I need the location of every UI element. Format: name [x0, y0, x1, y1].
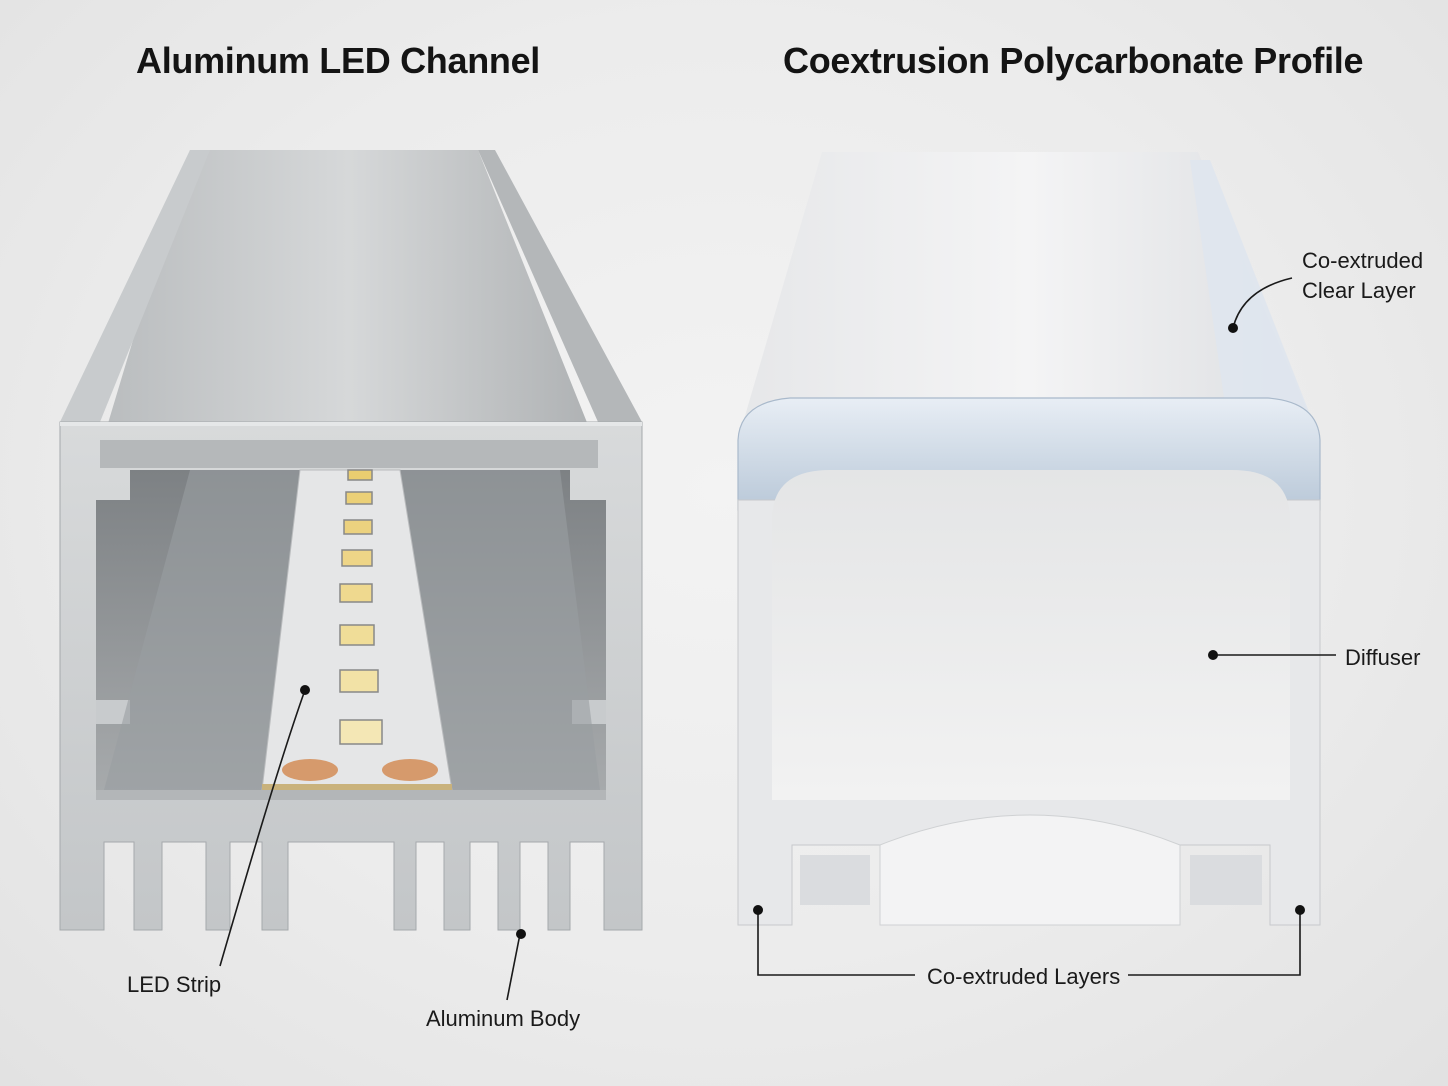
- coextruded-layers-label: Co-extruded Layers: [927, 964, 1121, 989]
- aluminum-channel: [59, 150, 643, 931]
- led-chips: [339, 469, 383, 745]
- right-callout-lines: [757, 277, 1336, 976]
- left-callout-lines: [219, 689, 521, 1001]
- coextruded-layers-marker-right: [1295, 905, 1305, 915]
- led-strip-label: LED Strip: [127, 972, 222, 997]
- led-strip-marker: [300, 685, 310, 695]
- diffuser-top: [738, 152, 1320, 440]
- polycarbonate-profile: [737, 152, 1321, 926]
- right-title: Coextrusion Polycarbonate Profile: [783, 40, 1364, 81]
- diffuser-label: Diffuser: [1345, 645, 1421, 670]
- aluminum-body-marker: [516, 929, 526, 939]
- diffuser-marker: [1208, 650, 1218, 660]
- clear-layer-label-line1: Co-extruded: [1302, 248, 1424, 273]
- clear-layer-marker: [1228, 323, 1238, 333]
- coextruded-layers-marker-left: [753, 905, 763, 915]
- copper-pad-right: [382, 759, 438, 781]
- diffuser-cavity: [772, 470, 1290, 800]
- clear-layer-label-line2: Clear Layer: [1302, 278, 1416, 303]
- copper-pad-left: [282, 759, 338, 781]
- aluminum-body-label: Aluminum Body: [426, 1006, 581, 1031]
- left-title: Aluminum LED Channel: [136, 40, 541, 81]
- channel-top-flange: [100, 150, 598, 450]
